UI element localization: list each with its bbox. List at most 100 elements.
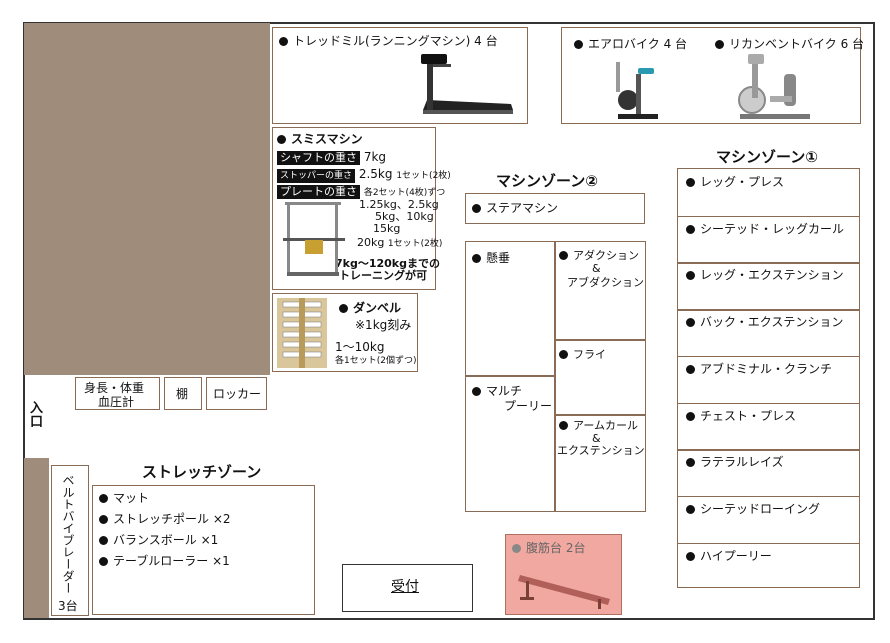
- shaft-weight-value: 7kg: [363, 150, 387, 164]
- adduction-line3: アブダクション: [567, 276, 644, 289]
- bullet-icon: [686, 551, 695, 561]
- zone2-divider-right1: [554, 339, 646, 341]
- shelf: 棚: [164, 377, 202, 410]
- zone1-divider: [678, 262, 860, 264]
- zone1-title: マシンゾーン①: [716, 148, 818, 166]
- dumbbell-title: ダンベル: [339, 301, 401, 315]
- bullet-icon: [574, 40, 583, 49]
- bullet-icon: [686, 224, 695, 234]
- bullet-icon: [472, 204, 481, 213]
- dumbbell-area: ダンベル ※1kg刻み 1〜10kg 各1セット(2個ずつ): [272, 293, 418, 372]
- treadmill-area: トレッドミル(ランニングマシン) 4 台: [272, 27, 528, 124]
- situp-bench-area: 腹筋台 2台: [505, 534, 622, 615]
- wall-block-bottom-left: [24, 458, 49, 618]
- stretch-item: バランスボール ×1: [99, 533, 218, 547]
- bullet-icon: [339, 304, 348, 313]
- bullet-icon: [686, 504, 695, 514]
- stretch-item: ストレッチポール ×2: [99, 512, 231, 526]
- plate-line-3: 15kg: [373, 222, 401, 235]
- measure-label-1: 身長・体重: [84, 381, 145, 395]
- zone2-block: 懸垂 アダクション & アブダクション フライ マルチ プーリー アームカール …: [465, 241, 646, 512]
- smith-shaft-row: シャフトの重さ 7kg: [277, 150, 386, 165]
- zone1-block: レッグ・プレスシーテッド・レッグカールレッグ・エクステンションバック・エクステン…: [677, 168, 860, 588]
- belt-vibrator-label: ベルトバイブレーダー: [61, 474, 75, 594]
- zone1-machine-item: チェスト・プレス: [686, 409, 796, 423]
- dumbbell-rack-icon: [277, 298, 327, 368]
- smith-range-line2: トレーニングが可: [339, 269, 427, 282]
- zone1-machine-item: ラテラルレイズ: [686, 455, 784, 469]
- entrance-label-1: 入: [30, 401, 44, 416]
- smith-machine-icon: [283, 202, 345, 276]
- plate-note: 各2セット(4枚)ずつ: [363, 188, 446, 198]
- zone1-divider: [678, 449, 860, 451]
- bullet-icon: [559, 350, 568, 359]
- zone1-divider: [678, 495, 860, 498]
- stair-machine-label: ステアマシン: [472, 201, 558, 215]
- entrance-label-2: 口: [30, 415, 44, 430]
- zone2-divider-left: [466, 375, 555, 377]
- armcurl-line1: アームカール: [559, 419, 638, 433]
- fly-label: フライ: [559, 348, 606, 362]
- aero-bike-label: エアロバイク 4 台: [574, 37, 687, 51]
- bullet-icon: [279, 37, 288, 46]
- bullet-icon: [559, 251, 568, 260]
- zone1-divider: [678, 309, 860, 311]
- locker-label: ロッカー: [213, 387, 262, 401]
- stopper-weight-value: 2.5kg: [358, 167, 393, 181]
- stopper-weight-label: ストッパーの重さ: [277, 169, 356, 183]
- bullet-icon: [686, 178, 695, 187]
- stopper-note: 1セット(2枚): [396, 171, 451, 181]
- reception-label: 受付: [391, 579, 419, 595]
- hang-label: 懸垂: [472, 251, 510, 265]
- belt-vibrator-area: ベルトバイブレーダー 3台: [51, 465, 89, 616]
- zone2-title: マシンゾーン②: [496, 172, 598, 190]
- zone1-machine-item: バック・エクステンション: [686, 315, 843, 329]
- stretch-item: マット: [99, 491, 149, 505]
- bullet-icon: [512, 544, 521, 553]
- situp-bench-icon: [518, 575, 610, 609]
- recumbent-bike-icon: [738, 54, 810, 119]
- zone2-divider-right2: [554, 414, 646, 416]
- plate-line-4: 20kg 1セット(2枚): [357, 236, 443, 249]
- zone1-divider: [678, 402, 860, 404]
- bullet-icon: [686, 458, 695, 468]
- reception-desk: 受付: [342, 564, 473, 612]
- zone1-divider: [678, 215, 860, 218]
- bullet-icon: [559, 421, 568, 430]
- stretch-item: テーブルローラー ×1: [99, 554, 230, 568]
- armcurl-line2: &: [592, 432, 601, 445]
- shaft-weight-label: シャフトの重さ: [277, 151, 360, 165]
- dumbbell-step: ※1kg刻み: [355, 318, 412, 332]
- zone1-machine-item: シーテッド・レッグカール: [686, 222, 844, 236]
- belt-vibrator-count: 3台: [58, 599, 78, 613]
- treadmill-icon: [421, 54, 513, 114]
- multi-pulley-line2: プーリー: [504, 399, 553, 413]
- aero-bike-icon: [616, 62, 658, 119]
- bullet-icon: [686, 318, 695, 328]
- bike-area: エアロバイク 4 台 リカンベントバイク 6 台: [561, 27, 864, 124]
- zone1-machine-item: ハイプーリー: [686, 549, 772, 563]
- bullet-icon: [277, 135, 286, 144]
- bullet-icon: [99, 494, 108, 503]
- zone1-machine-item: レッグ・プレス: [686, 175, 784, 189]
- locker: ロッカー: [206, 377, 267, 410]
- bullet-icon: [715, 40, 724, 49]
- bullet-icon: [686, 411, 695, 421]
- smith-title: スミスマシン: [277, 132, 363, 146]
- adduction-line1: アダクション: [559, 249, 639, 263]
- bullet-icon: [472, 254, 481, 263]
- bullet-icon: [99, 536, 108, 545]
- treadmill-label: トレッドミル(ランニングマシン) 4 台: [279, 34, 498, 48]
- zone1-divider: [678, 542, 860, 545]
- multi-pulley-line1: マルチ: [472, 384, 522, 398]
- bullet-icon: [99, 515, 108, 524]
- plate-line-2: 5kg、10kg: [375, 210, 434, 223]
- smith-machine-area: スミスマシン シャフトの重さ 7kg ストッパーの重さ 2.5kg 1セット(2…: [272, 127, 451, 290]
- wall-block-top-left: [24, 23, 270, 375]
- situp-label: 腹筋台 2台: [512, 541, 585, 555]
- bullet-icon: [99, 557, 108, 566]
- zone1-machine-item: アブドミナル・クランチ: [686, 362, 832, 376]
- bullet-icon: [686, 271, 695, 281]
- plate-line-1: 1.25kg、2.5kg: [359, 198, 439, 211]
- bullet-icon: [686, 364, 695, 374]
